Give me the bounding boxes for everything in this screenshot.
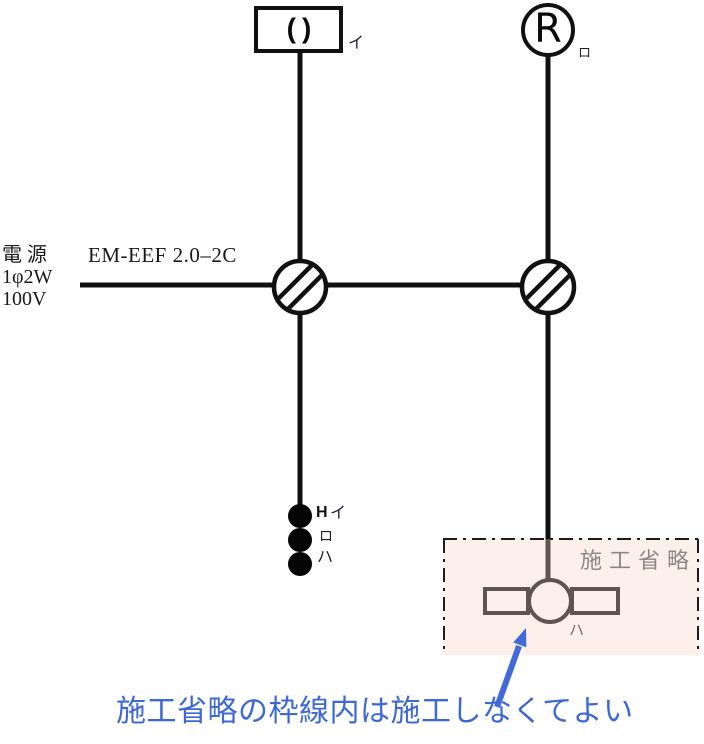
exhaust-fan-circuit-label: ハ (569, 622, 585, 639)
power-source-name: 電 源 (2, 244, 47, 266)
switch-circuit-label-3: ハ (317, 549, 334, 566)
annotation-arrow-icon (494, 628, 527, 709)
lamp-receptacle-letter: R (534, 6, 562, 53)
switch-dot-2-icon (288, 528, 312, 552)
ceiling-light-icon (254, 6, 343, 53)
ceiling-light-symbol: () (286, 12, 318, 44)
caption-text: 施工省略の枠線内は施工しなくてよい (116, 695, 634, 728)
omission-box-title: 施工省略 (580, 548, 697, 573)
lamp-receptacle-circuit-label: ロ (578, 45, 592, 60)
junction-box-1-icon (271, 258, 329, 316)
switch-circuit-label-2: ロ (319, 528, 333, 544)
lamp-receptacle-icon (521, 3, 575, 57)
cable-type-label: EM-EEF 2.0–2C (88, 243, 237, 267)
power-source-voltage: 100V (2, 288, 47, 310)
switch-dot-3-icon (288, 552, 312, 576)
junction-box-2-icon (519, 258, 577, 316)
ceiling-light-circuit-label: イ (348, 35, 365, 52)
fan-body-icon (527, 578, 573, 624)
switch-dot-1-icon (288, 504, 312, 528)
switch-circuit-label-1: イ (330, 505, 347, 522)
switch-type-mark: H (316, 504, 328, 521)
power-source-phase: 1φ2W (2, 266, 53, 288)
